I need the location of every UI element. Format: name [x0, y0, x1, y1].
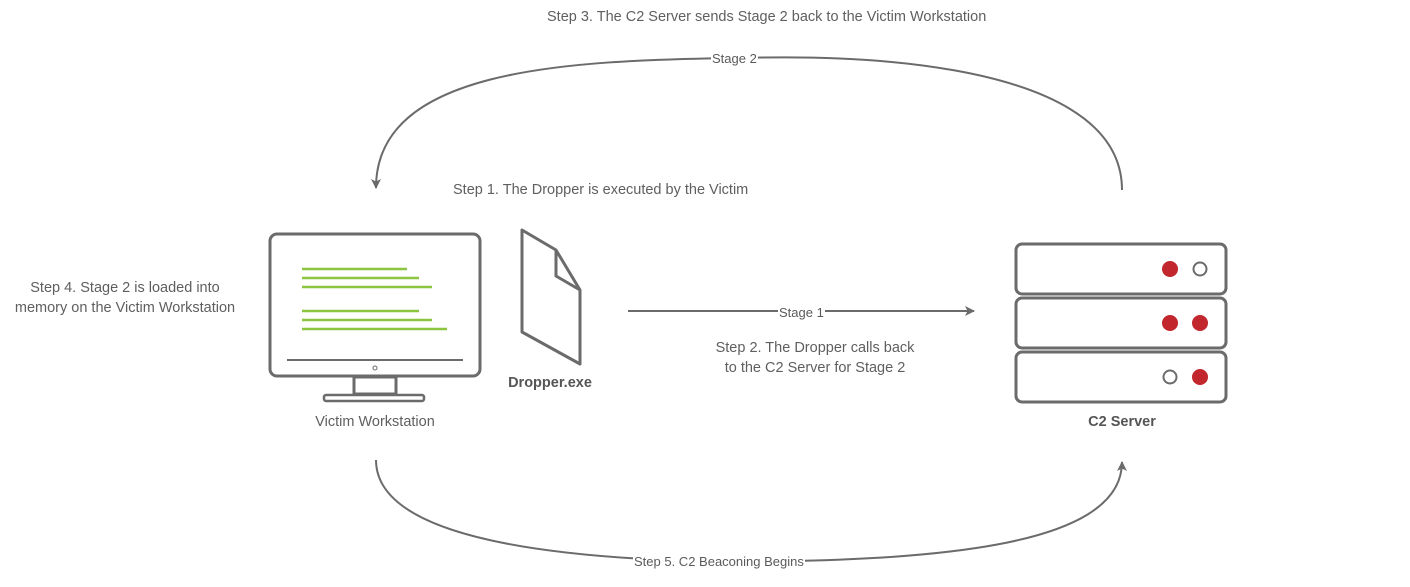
- step2-label: Step 2. The Dropper calls back to the C2…: [690, 338, 940, 378]
- code-lines: [302, 267, 447, 331]
- step4-line1: Step 4. Stage 2 is loaded into: [30, 280, 220, 296]
- stage2-arrow: [371, 56, 1123, 191]
- led-1b: [1192, 261, 1208, 277]
- step1-label: Step 1. The Dropper is executed by the V…: [453, 182, 749, 198]
- led-3b: [1192, 369, 1208, 385]
- workstation-icon: [268, 232, 482, 403]
- led-3a: [1162, 369, 1178, 385]
- server-icon: [1014, 242, 1228, 404]
- led-1a: [1162, 261, 1178, 277]
- step5-label: Step 5. C2 Beaconing Begins: [633, 554, 805, 570]
- stage2-label: Stage 2: [711, 51, 758, 67]
- step4-label: Step 4. Stage 2 is loaded into memory on…: [0, 278, 250, 318]
- c2-server-label: C2 Server: [1088, 414, 1156, 430]
- beaconing-arrow: [375, 459, 1127, 564]
- step3-label: Step 3. The C2 Server sends Stage 2 back…: [547, 9, 987, 25]
- dropper-label: Dropper.exe: [508, 375, 592, 391]
- step2-line1: Step 2. The Dropper calls back: [715, 340, 915, 356]
- led-2b: [1192, 315, 1208, 331]
- victim-workstation-label: Victim Workstation: [315, 414, 435, 430]
- step2-line2: to the C2 Server for Stage 2: [724, 360, 906, 376]
- step4-line2: memory on the Victim Workstation: [14, 300, 236, 316]
- file-icon: [520, 228, 582, 366]
- stage1-label: Stage 1: [778, 305, 825, 321]
- led-2a: [1162, 315, 1178, 331]
